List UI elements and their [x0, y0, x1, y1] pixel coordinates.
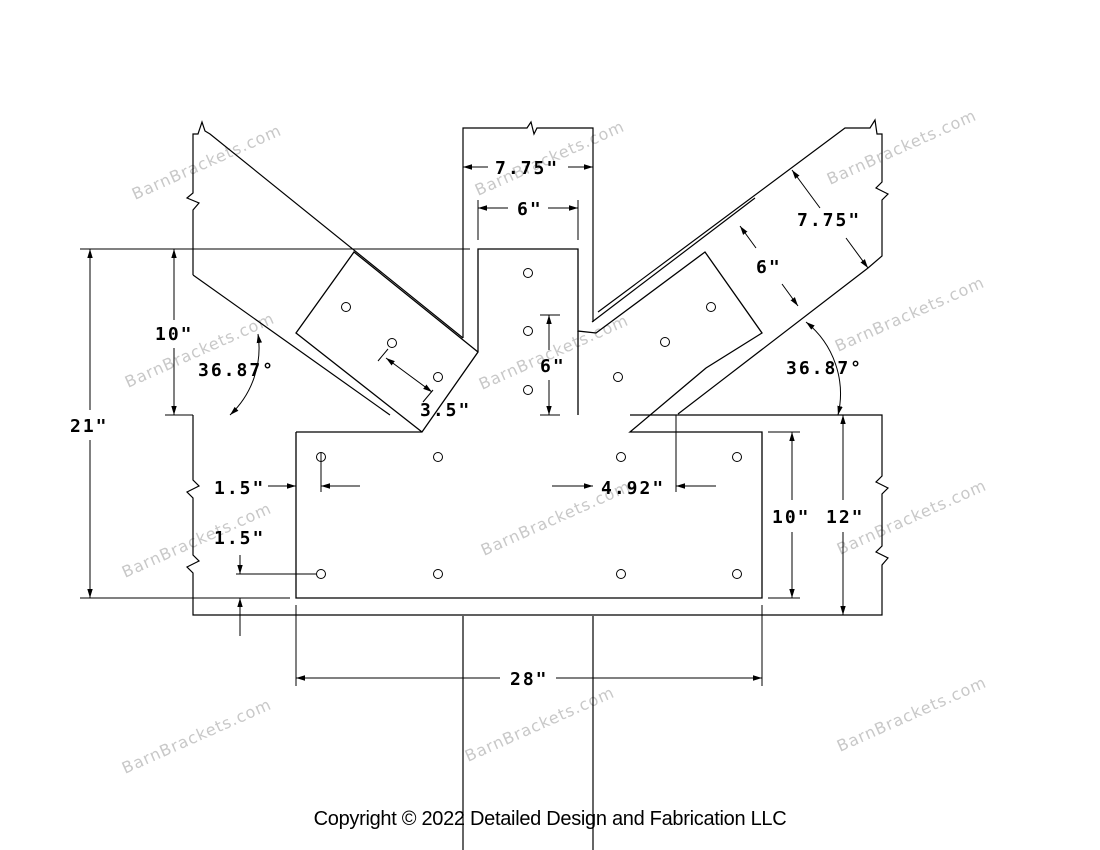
bolt-hole — [523, 385, 533, 395]
post-timber — [462, 120, 594, 850]
bolt-hole — [316, 569, 326, 579]
dim-beam-plate-height: 10" — [772, 507, 811, 528]
watermark: BarnBrackets.com — [462, 682, 618, 765]
bolt-hole — [433, 452, 443, 462]
left-brace-timber — [185, 120, 464, 416]
bolt-hole — [433, 372, 443, 382]
dim-hole-spacing-diag: 3.5" — [420, 400, 471, 421]
dim-top-plate-height: 10" — [155, 324, 194, 345]
bolt-hole — [523, 326, 533, 336]
watermark: BarnBrackets.com — [129, 120, 285, 203]
bolt-hole — [732, 569, 742, 579]
watermarks: BarnBrackets.com BarnBrackets.com BarnBr… — [119, 105, 990, 777]
bolt-hole — [523, 268, 533, 278]
dim-post-width: 7.75" — [495, 158, 559, 179]
bolt-hole — [706, 302, 716, 312]
bolt-hole — [616, 452, 626, 462]
bolt-holes — [316, 268, 742, 579]
watermark: BarnBrackets.com — [476, 310, 632, 393]
dim-beam-height: 12" — [826, 507, 865, 528]
dim-total-height: 21" — [70, 416, 109, 437]
bolt-hole — [613, 372, 623, 382]
beam-timber — [185, 414, 890, 616]
bolt-hole — [341, 302, 351, 312]
right-brace-timber — [591, 118, 890, 415]
dim-right-angle: 36.87° — [786, 358, 863, 379]
dim-left-angle: 36.87° — [198, 360, 275, 381]
dim-hole-edge-x: 1.5" — [214, 478, 265, 499]
bolt-hole — [732, 452, 742, 462]
dim-brace-width: 7.75" — [797, 210, 861, 231]
bracket-plate — [295, 248, 763, 599]
dim-post-plate-width: 6" — [517, 199, 543, 220]
dim-hole-offset: 4.92" — [601, 478, 665, 499]
watermark: BarnBrackets.com — [834, 672, 990, 755]
dim-brace-plate-width: 6" — [756, 257, 782, 278]
copyright-notice: Copyright © 2022 Detailed Design and Fab… — [313, 808, 787, 830]
bolt-hole — [387, 338, 397, 348]
dim-plate-length: 28" — [510, 669, 549, 690]
bolt-hole — [433, 569, 443, 579]
watermark: BarnBrackets.com — [832, 272, 988, 355]
watermark: BarnBrackets.com — [119, 694, 275, 777]
bolt-hole — [616, 569, 626, 579]
dimension-lines — [80, 164, 869, 686]
bolt-hole — [660, 337, 670, 347]
dimension-labels: 7.75" 6" 7.75" 6" 10" 21" 36.87° 36.87° … — [70, 158, 865, 690]
dim-top-hole-spacing: 6" — [540, 356, 566, 377]
dim-hole-edge-y: 1.5" — [214, 528, 265, 549]
watermark: BarnBrackets.com — [824, 105, 980, 188]
